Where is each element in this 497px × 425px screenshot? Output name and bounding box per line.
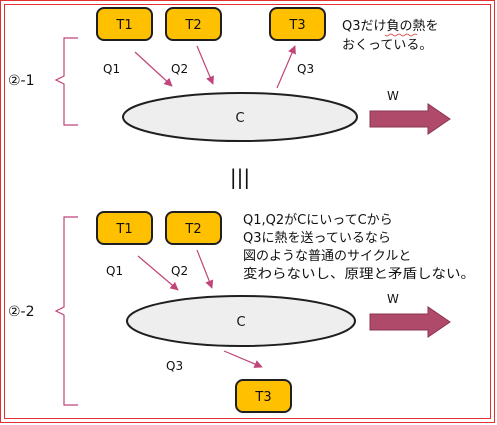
reservoir-t1-2[interactable]: T1 xyxy=(96,211,153,245)
reservoir-t2-2[interactable]: T2 xyxy=(165,211,222,245)
arrow-q2 xyxy=(196,45,214,85)
reservoir-t3-2-label: T3 xyxy=(254,390,271,405)
engine-c-2[interactable]: C xyxy=(126,295,356,347)
reservoir-t2-2-label: T2 xyxy=(184,222,201,237)
reservoir-t3-label: T3 xyxy=(288,18,305,33)
reservoir-t2-label: T2 xyxy=(184,18,201,33)
arrow-q3-2 xyxy=(223,350,263,368)
reservoir-t2[interactable]: T2 xyxy=(165,7,222,41)
reservoir-t1-2-label: T1 xyxy=(115,222,132,237)
flow-q3-2-label: Q3 xyxy=(166,359,183,373)
note2-line-2: Q3に熱を送っているなら xyxy=(243,231,391,246)
brace-section2 xyxy=(54,216,78,406)
section1-label: ②-1 xyxy=(8,73,35,89)
reservoir-t3[interactable]: T3 xyxy=(269,7,326,41)
arrow-q2-2 xyxy=(196,249,214,289)
section2-label: ②-2 xyxy=(8,304,35,320)
flow-q3-label: Q3 xyxy=(297,62,314,76)
equivalence-symbol: ||| xyxy=(230,165,250,189)
work-arrow xyxy=(369,103,451,135)
work-label-2: W xyxy=(387,292,399,306)
note-line-2: おくっている。 xyxy=(342,38,432,53)
work-label: W xyxy=(387,89,399,103)
flow-q2-label: Q2 xyxy=(171,62,188,76)
arrow-q1-2 xyxy=(137,255,179,291)
spellcheck-underline xyxy=(384,33,418,37)
engine-c-2-label: C xyxy=(236,315,245,330)
engine-c-label: C xyxy=(235,111,244,126)
reservoir-t1[interactable]: T1 xyxy=(96,7,153,41)
arrow-q1 xyxy=(134,51,173,87)
work-arrow-2 xyxy=(369,306,451,338)
note2-line-1: Q1,Q2がCにいってCから xyxy=(243,213,393,228)
engine-c[interactable]: C xyxy=(122,92,358,142)
reservoir-t3-2[interactable]: T3 xyxy=(235,379,292,413)
arrow-q3 xyxy=(276,45,296,89)
note-line-1: Q3だけ負の熱を xyxy=(342,19,439,34)
flow-q1-2-label: Q1 xyxy=(106,264,123,278)
note2-line-3: 図のような普通のサイクルと xyxy=(243,249,411,264)
brace-section1 xyxy=(54,37,78,126)
flow-q2-2-label: Q2 xyxy=(171,264,188,278)
reservoir-t1-label: T1 xyxy=(115,18,132,33)
note2-line-4: 変わらないし、原理と矛盾しない。 xyxy=(243,266,475,282)
flow-q1-label: Q1 xyxy=(103,62,120,76)
